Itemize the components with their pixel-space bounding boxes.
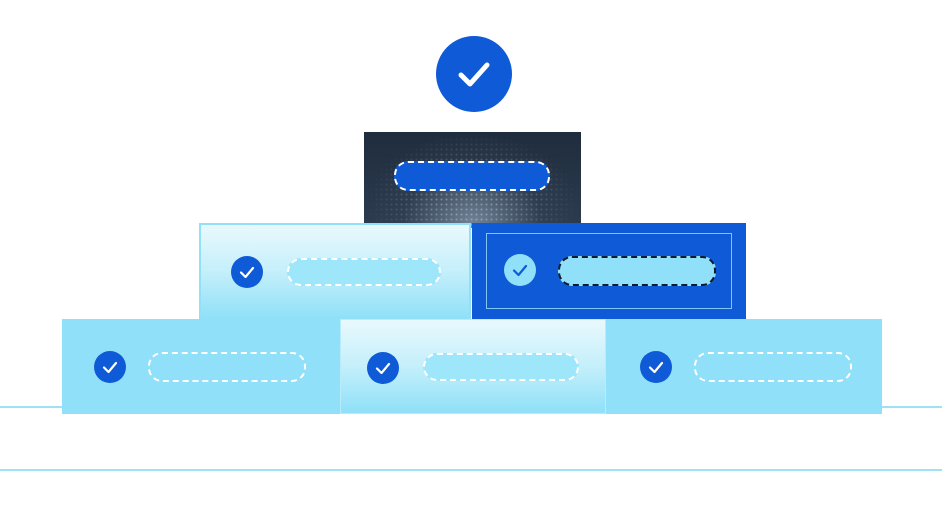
- middle-left-check-icon: [231, 256, 263, 288]
- bottom-right-block: [606, 319, 882, 414]
- middle-left-block: [199, 223, 471, 321]
- bottom-left-block: [62, 319, 340, 414]
- top-block-placeholder-pill: [394, 161, 550, 191]
- highlight-frame: [486, 233, 732, 309]
- middle-right-check-icon: [504, 254, 536, 286]
- bottom-middle-check-icon: [367, 352, 399, 384]
- middle-left-placeholder-pill: [287, 258, 441, 286]
- bottom-middle-placeholder-pill: [423, 353, 579, 381]
- bottom-right-check-icon: [640, 351, 672, 383]
- bottom-right-placeholder-pill: [694, 352, 852, 382]
- bottom-left-placeholder-pill: [148, 352, 306, 382]
- top-check-icon: [436, 36, 512, 112]
- bottom-left-check-icon: [94, 351, 126, 383]
- middle-right-block-highlighted: [472, 223, 746, 319]
- bottom-middle-block: [340, 319, 606, 414]
- baseline-line-lower: [0, 469, 942, 471]
- middle-right-placeholder-pill: [558, 256, 716, 286]
- top-block: [364, 132, 581, 228]
